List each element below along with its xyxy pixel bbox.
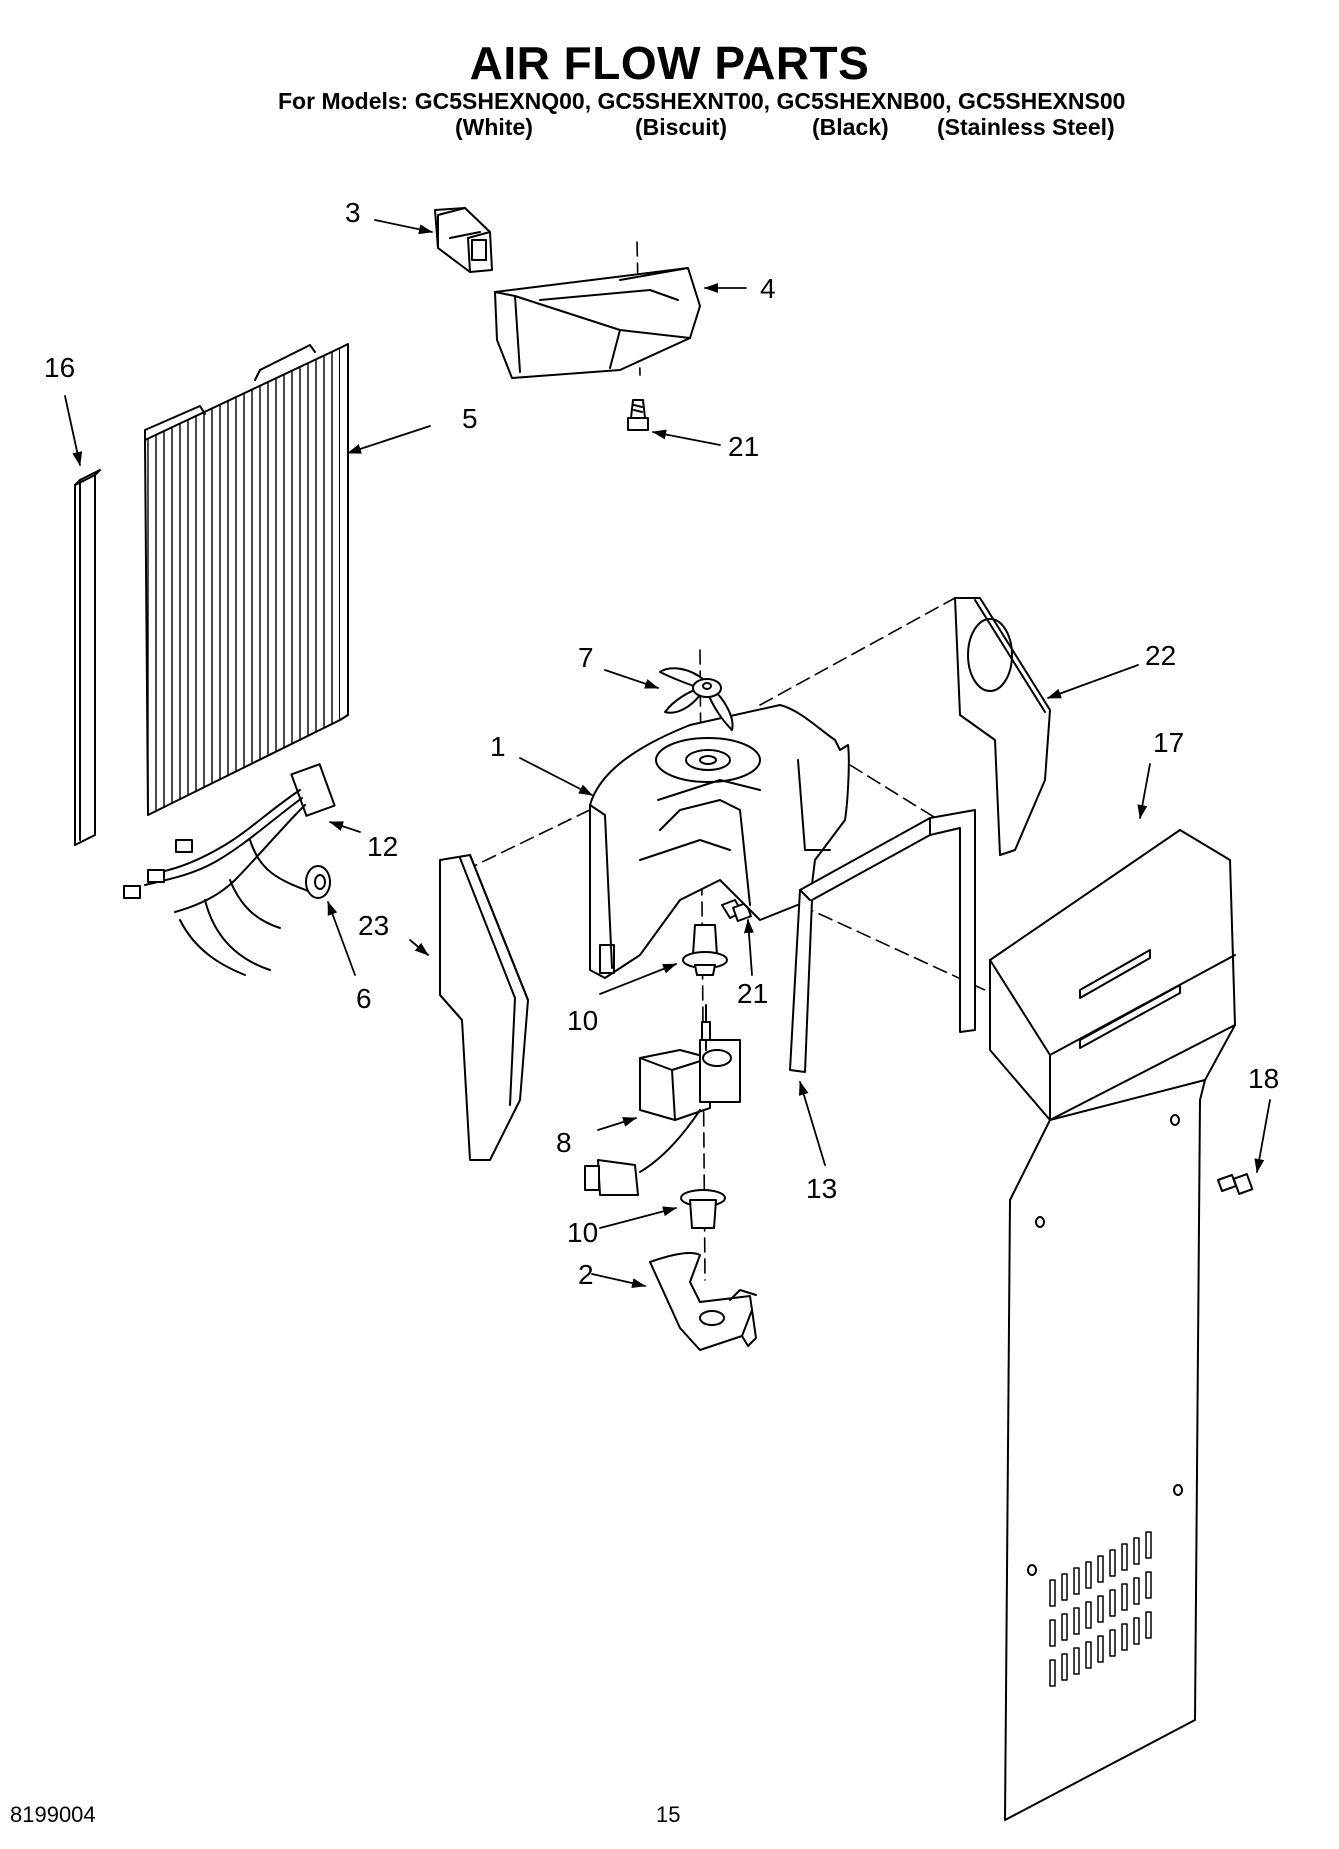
callout-labels: 3 4 16 5 21 7 22 1 17 12 23 6 10 21 18 8…: [44, 197, 1279, 1290]
part-3-damper-cap: [434, 207, 493, 273]
part-13-u-seal: [789, 809, 976, 1073]
page-title: AIR FLOW PARTS: [469, 37, 870, 89]
part-2-motor-bracket: [649, 1252, 757, 1351]
part-6-grommet: [305, 865, 331, 899]
part-10-motor-mount-top: [682, 924, 728, 976]
part-8-fan-blade: [659, 667, 734, 731]
callout-8: 7: [578, 642, 594, 673]
callout-17: 17: [1153, 727, 1184, 758]
callout-22: 22: [1145, 640, 1176, 671]
callout-10-top: 10: [567, 1005, 598, 1036]
part-12-wire-harness: [123, 763, 336, 976]
color-biscuit: (Biscuit): [635, 114, 727, 140]
models-line: For Models: GC5SHEXNQ00, GC5SHEXNT00, GC…: [278, 88, 1126, 114]
part-7-fan-motor: [584, 1004, 741, 1196]
leader-arrows: [64, 219, 1271, 1289]
callout-12: 12: [367, 831, 398, 862]
part-5-evaporator-panel: [144, 343, 349, 816]
callout-13: 13: [806, 1173, 837, 1204]
part-21-screw-top: [627, 399, 649, 431]
callout-21-mid: 21: [737, 978, 768, 1009]
callout-18: 18: [1248, 1063, 1279, 1094]
part-10-motor-mount-bottom: [680, 1189, 726, 1229]
part-1-fan-shroud: [589, 704, 850, 979]
page-number: 15: [656, 1802, 681, 1827]
callout-2: 2: [578, 1259, 594, 1290]
part-4-air-duct: [494, 267, 701, 379]
callout-7: 8: [556, 1127, 572, 1158]
part-23-side-seal: [439, 854, 529, 1161]
callout-4: 4: [760, 273, 776, 304]
callout-16: 16: [44, 352, 75, 383]
callout-1: 1: [490, 731, 506, 762]
part-18-screw: [1217, 1173, 1254, 1195]
part-17-rear-duct: [989, 829, 1236, 1821]
document-number: 8199004: [10, 1802, 96, 1827]
callout-5: 5: [462, 403, 478, 434]
callout-10-bottom: 10: [567, 1217, 598, 1248]
color-black: (Black): [812, 114, 889, 140]
callout-21-top: 21: [728, 431, 759, 462]
color-stainless-steel: (Stainless Steel): [937, 114, 1115, 140]
callout-6: 6: [356, 983, 372, 1014]
part-22-baffle: [954, 597, 1051, 856]
color-white: (White): [455, 114, 533, 140]
callout-3: 3: [345, 197, 361, 228]
callout-23: 23: [358, 910, 389, 941]
part-16-seal-strip: [74, 469, 101, 846]
